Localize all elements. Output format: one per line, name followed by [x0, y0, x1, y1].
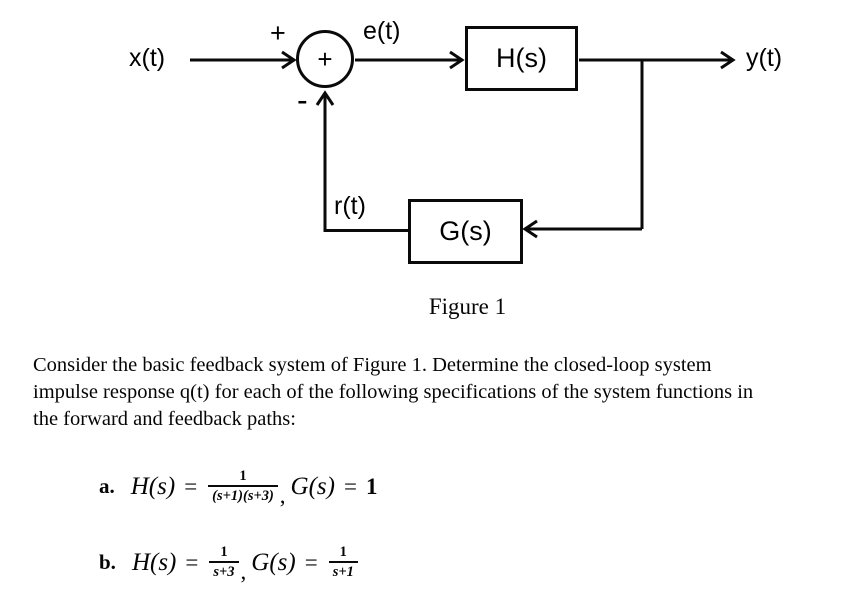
equation-a-g-equals: =: [343, 473, 357, 499]
feedback-in-arrowhead-icon: [522, 219, 538, 239]
diagram-wires: [190, 50, 736, 239]
equation-a-h-name: H(s): [130, 472, 176, 500]
summing-junction: +: [296, 30, 354, 88]
equation-b-h-equals: =: [185, 549, 199, 575]
feedback-signal-label: r(t): [334, 192, 366, 220]
equation-b: b. H(s) = 1 s+3 , G(s) = 1 s+1: [99, 544, 360, 584]
fraction-denominator: s+1: [328, 561, 358, 581]
equation-a-comma: ,: [279, 482, 286, 508]
feedback-path-block: G(s): [408, 199, 523, 264]
feedback-return-arrowhead-icon: [315, 90, 335, 106]
sum-center-plus-sign: +: [317, 43, 333, 74]
problem-line-2: impulse response q(t) for each of the fo…: [33, 381, 754, 403]
input-arrowhead-icon: [281, 50, 297, 70]
equation-b-g-name: G(s): [251, 548, 296, 576]
fraction-denominator: s+3: [209, 561, 239, 581]
input-signal-label: x(t): [129, 44, 166, 72]
feedback-block-label: G(s): [439, 216, 492, 246]
equation-b-h-name: H(s): [131, 548, 177, 576]
equation-b-label: b.: [99, 550, 116, 574]
fraction-numerator: 1: [339, 544, 347, 560]
forward-path-block: H(s): [465, 26, 578, 91]
feedback-block-diagram: + + - x(t) e(t) y(t) r(t) H(s) G(s) Figu…: [129, 17, 783, 319]
figure-caption: Figure 1: [428, 294, 507, 319]
equation-a-h-equals: =: [184, 473, 198, 499]
sum-minus-sign: -: [297, 82, 308, 118]
equation-b-g-fraction: 1 s+1: [328, 544, 358, 581]
equation-b-g-equals: =: [304, 549, 318, 575]
problem-line-1: Consider the basic feedback system of Fi…: [33, 354, 712, 376]
equation-a-label: a.: [99, 474, 115, 498]
error-arrowhead-icon: [449, 50, 465, 70]
equation-a: a. H(s) = 1 (s+1)(s+3) , G(s) = 1: [99, 468, 378, 508]
fraction-numerator: 1: [220, 544, 228, 560]
equation-a-g-value: 1: [365, 473, 378, 499]
output-arrowhead-icon: [720, 50, 736, 70]
forward-block-label: H(s): [496, 43, 547, 73]
error-signal-label: e(t): [363, 17, 401, 45]
equation-b-h-fraction: 1 s+3: [209, 544, 239, 581]
fraction-denominator: (s+1)(s+3): [208, 485, 278, 505]
output-signal-label: y(t): [746, 44, 783, 72]
feedback-return-wire: [323, 95, 408, 232]
problem-line-3: the forward and feedback paths:: [33, 408, 296, 430]
problem-statement: Consider the basic feedback system of Fi…: [33, 352, 855, 433]
sum-plus-sign: +: [270, 18, 286, 48]
equation-a-h-fraction: 1 (s+1)(s+3): [208, 468, 278, 505]
equation-a-g-name: G(s): [290, 472, 335, 500]
fraction-numerator: 1: [239, 468, 247, 484]
equation-b-comma: ,: [240, 558, 247, 584]
